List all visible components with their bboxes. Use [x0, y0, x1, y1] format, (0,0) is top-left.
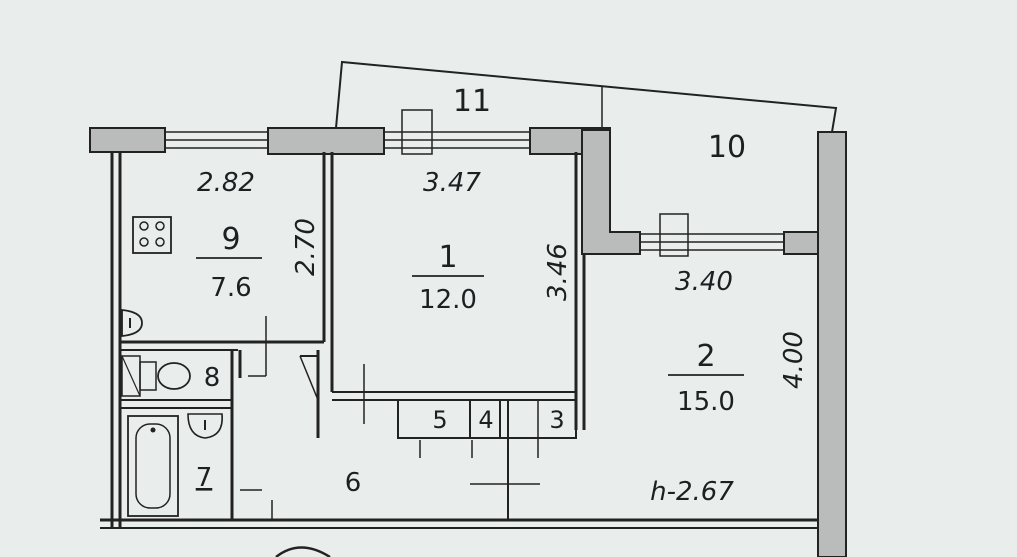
washbasin-icon	[187, 413, 223, 439]
kitchen-depth-dimension: 2.70	[291, 218, 321, 276]
room-8-number: 8	[204, 363, 221, 393]
room-1-area: 12.0	[419, 285, 477, 315]
toilet-icon	[121, 355, 191, 397]
bathtub-icon	[127, 415, 179, 517]
room-2-width-dimension: 3.40	[675, 267, 733, 297]
sink-icon	[121, 309, 143, 337]
step-wall	[581, 129, 827, 257]
room-2-number: 2	[696, 339, 715, 374]
outer-walls	[100, 152, 818, 529]
room-9-area: 7.6	[210, 273, 251, 303]
room-7-number: 7	[196, 463, 213, 493]
room-4-number: 4	[478, 406, 493, 434]
room-2-area: 15.0	[677, 387, 735, 417]
stove-icon	[132, 216, 172, 254]
room-2-depth-dimension: 4.00	[779, 331, 809, 389]
room-6-number: 6	[345, 468, 362, 498]
balcony-11-number: 11	[453, 84, 491, 119]
interior-partitions	[120, 152, 586, 520]
room-5-number: 5	[432, 406, 447, 434]
kitchen-width-dimension: 2.82	[197, 168, 255, 198]
room-1-width-dimension: 3.47	[423, 168, 481, 198]
right-exterior-wall	[817, 131, 847, 557]
room-1-number: 1	[438, 240, 457, 275]
room-9-number: 9	[221, 222, 240, 257]
ceiling-height-label: h-2.67	[650, 477, 734, 507]
balcony-11-outline	[335, 60, 838, 133]
room-3-number: 3	[549, 406, 564, 434]
room-1-depth-dimension: 3.46	[543, 243, 573, 301]
arc-fragment	[275, 546, 331, 557]
balcony-10-number: 10	[708, 130, 746, 165]
